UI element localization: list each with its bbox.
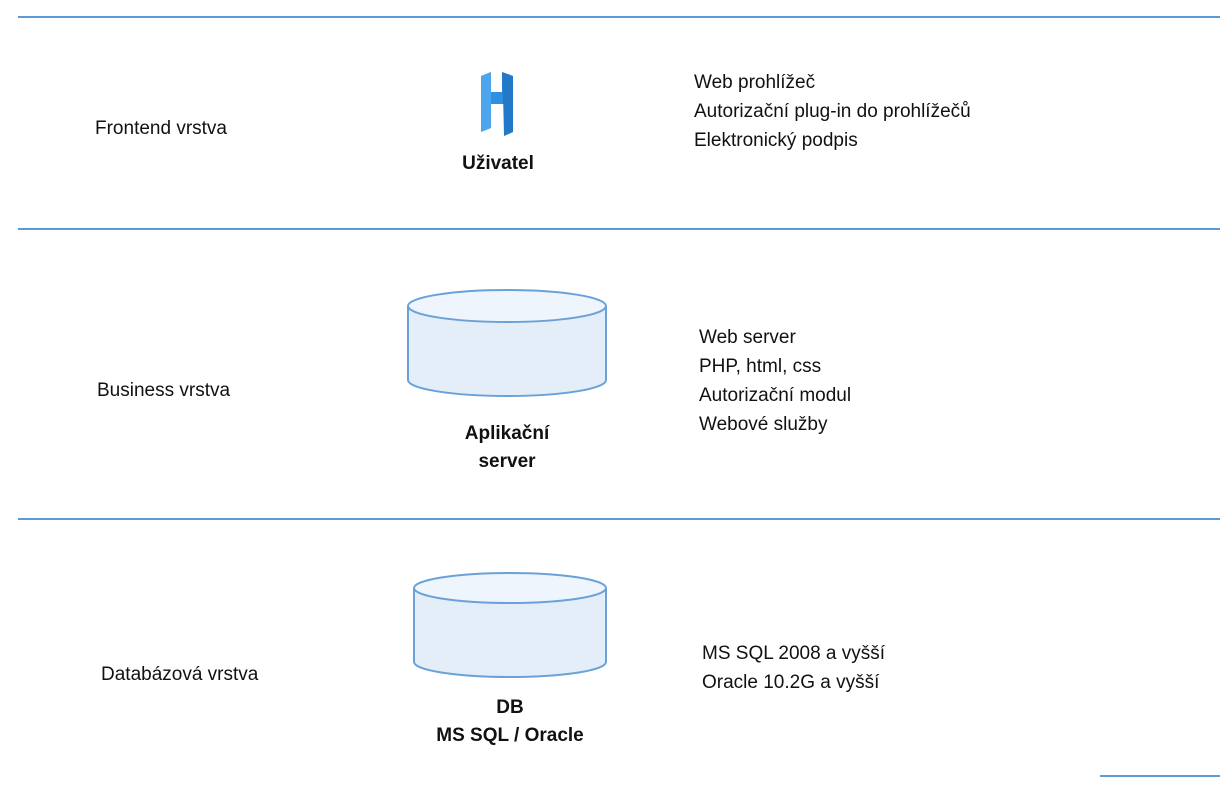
layer-label-business: Business vrstva	[97, 380, 231, 401]
tech-item: PHP, html, css	[699, 356, 822, 377]
divider-top	[18, 16, 1220, 18]
server-cylinder-icon	[407, 289, 607, 397]
node-caption-line: server	[478, 451, 536, 472]
database-cylinder-icon	[413, 572, 607, 678]
node-caption-line: DB	[496, 697, 524, 718]
tech-item: Web prohlížeč	[694, 72, 816, 93]
tech-item: MS SQL 2008 a vyšší	[702, 643, 886, 664]
divider-frontend-business	[18, 228, 1220, 230]
tech-item: Oracle 10.2G a vyšší	[702, 672, 880, 693]
node-caption-line: Aplikační	[464, 423, 550, 444]
user-icon	[481, 72, 513, 136]
node-caption-line: MS SQL / Oracle	[436, 725, 584, 746]
node-caption-line: Uživatel	[462, 153, 534, 174]
node-caption-database: DB MS SQL / Oracle	[410, 694, 610, 750]
tech-list-business: Web server PHP, html, css Autorizační mo…	[699, 323, 851, 439]
divider-business-database	[18, 518, 1220, 520]
tech-item: Autorizační modul	[699, 385, 852, 406]
tech-item: Elektronický podpis	[694, 130, 858, 151]
tech-item: Autorizační plug-in do prohlížečů	[694, 101, 971, 122]
node-caption-app-server: Aplikační server	[427, 420, 587, 476]
tech-list-frontend: Web prohlížeč Autorizační plug-in do pro…	[694, 68, 971, 155]
tech-item: Web server	[699, 327, 796, 348]
divider-bottom-stub	[1100, 775, 1220, 777]
layer-label-database: Databázová vrstva	[101, 664, 259, 685]
node-caption-user: Uživatel	[438, 150, 558, 178]
tech-list-database: MS SQL 2008 a vyšší Oracle 10.2G a vyšší	[702, 639, 885, 697]
tech-item: Webové služby	[699, 414, 828, 435]
layer-label-frontend: Frontend vrstva	[95, 118, 227, 139]
